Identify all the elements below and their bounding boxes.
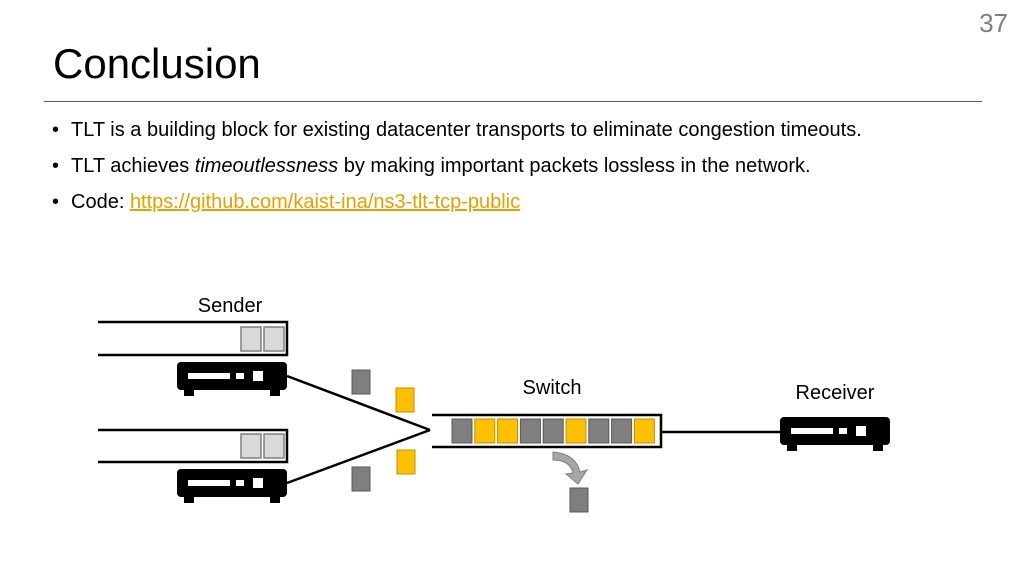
switch-queue-packet-yellow xyxy=(474,418,496,444)
switch-queue-packet-gray xyxy=(611,418,633,444)
packet-gray-inflight-1 xyxy=(351,369,371,395)
bullet-text: TLT is a building block for existing dat… xyxy=(71,119,862,141)
bullet-item: • TLT is a building block for existing d… xyxy=(52,116,952,144)
bullet-list: • TLT is a building block for existing d… xyxy=(52,116,952,224)
sender-label: Sender xyxy=(198,295,263,317)
bullet-item: • Code: https://github.com/kaist-ina/ns3… xyxy=(52,188,952,216)
receiver-device xyxy=(780,417,890,451)
switch-queue-packet-gray xyxy=(588,418,610,444)
code-link[interactable]: https://github.com/kaist-ina/ns3-tlt-tcp… xyxy=(129,191,521,213)
sender-device-1 xyxy=(177,362,287,396)
bullet-text-pre: Code: xyxy=(71,191,130,213)
packet-yellow-inflight-2 xyxy=(396,449,416,475)
switch-queue-packet-gray xyxy=(451,418,473,444)
bullet-emphasis: timeoutlessness xyxy=(194,155,339,177)
title-divider xyxy=(44,101,982,102)
sender-queue-2 xyxy=(98,428,289,464)
packet-dropped xyxy=(569,487,589,513)
sender-queue-1 xyxy=(98,320,289,357)
bullet-dot: • xyxy=(52,191,60,213)
switch-queue-packet-gray xyxy=(519,418,541,444)
bullet-dot: • xyxy=(52,119,60,141)
slide-title: Conclusion xyxy=(53,40,261,87)
page-number: 37 xyxy=(979,8,1008,38)
switch-label: Switch xyxy=(523,377,582,399)
packet-yellow-inflight-1 xyxy=(395,387,415,413)
link-sender1-switch xyxy=(286,374,431,432)
packet-gray-inflight-2 xyxy=(351,466,371,492)
bullet-text-post: by making important packets lossless in … xyxy=(338,155,811,177)
drop-arrow-icon xyxy=(552,451,589,485)
switch-queue-packet-yellow xyxy=(497,418,519,444)
link-sender2-switch xyxy=(286,428,431,485)
switch-queue-packet-gray xyxy=(542,418,564,444)
switch-queue-packet-yellow xyxy=(633,418,655,444)
bullet-dot: • xyxy=(52,155,60,177)
switch-queue-packet-yellow xyxy=(565,418,587,444)
bullet-text-pre: TLT achieves xyxy=(71,155,195,177)
sender-device-2 xyxy=(177,469,287,503)
bullet-item: • TLT achieves timeoutlessness by making… xyxy=(52,152,952,180)
receiver-label: Receiver xyxy=(796,382,875,404)
switch-queue-slots xyxy=(451,418,655,444)
switch-queue xyxy=(432,413,663,449)
